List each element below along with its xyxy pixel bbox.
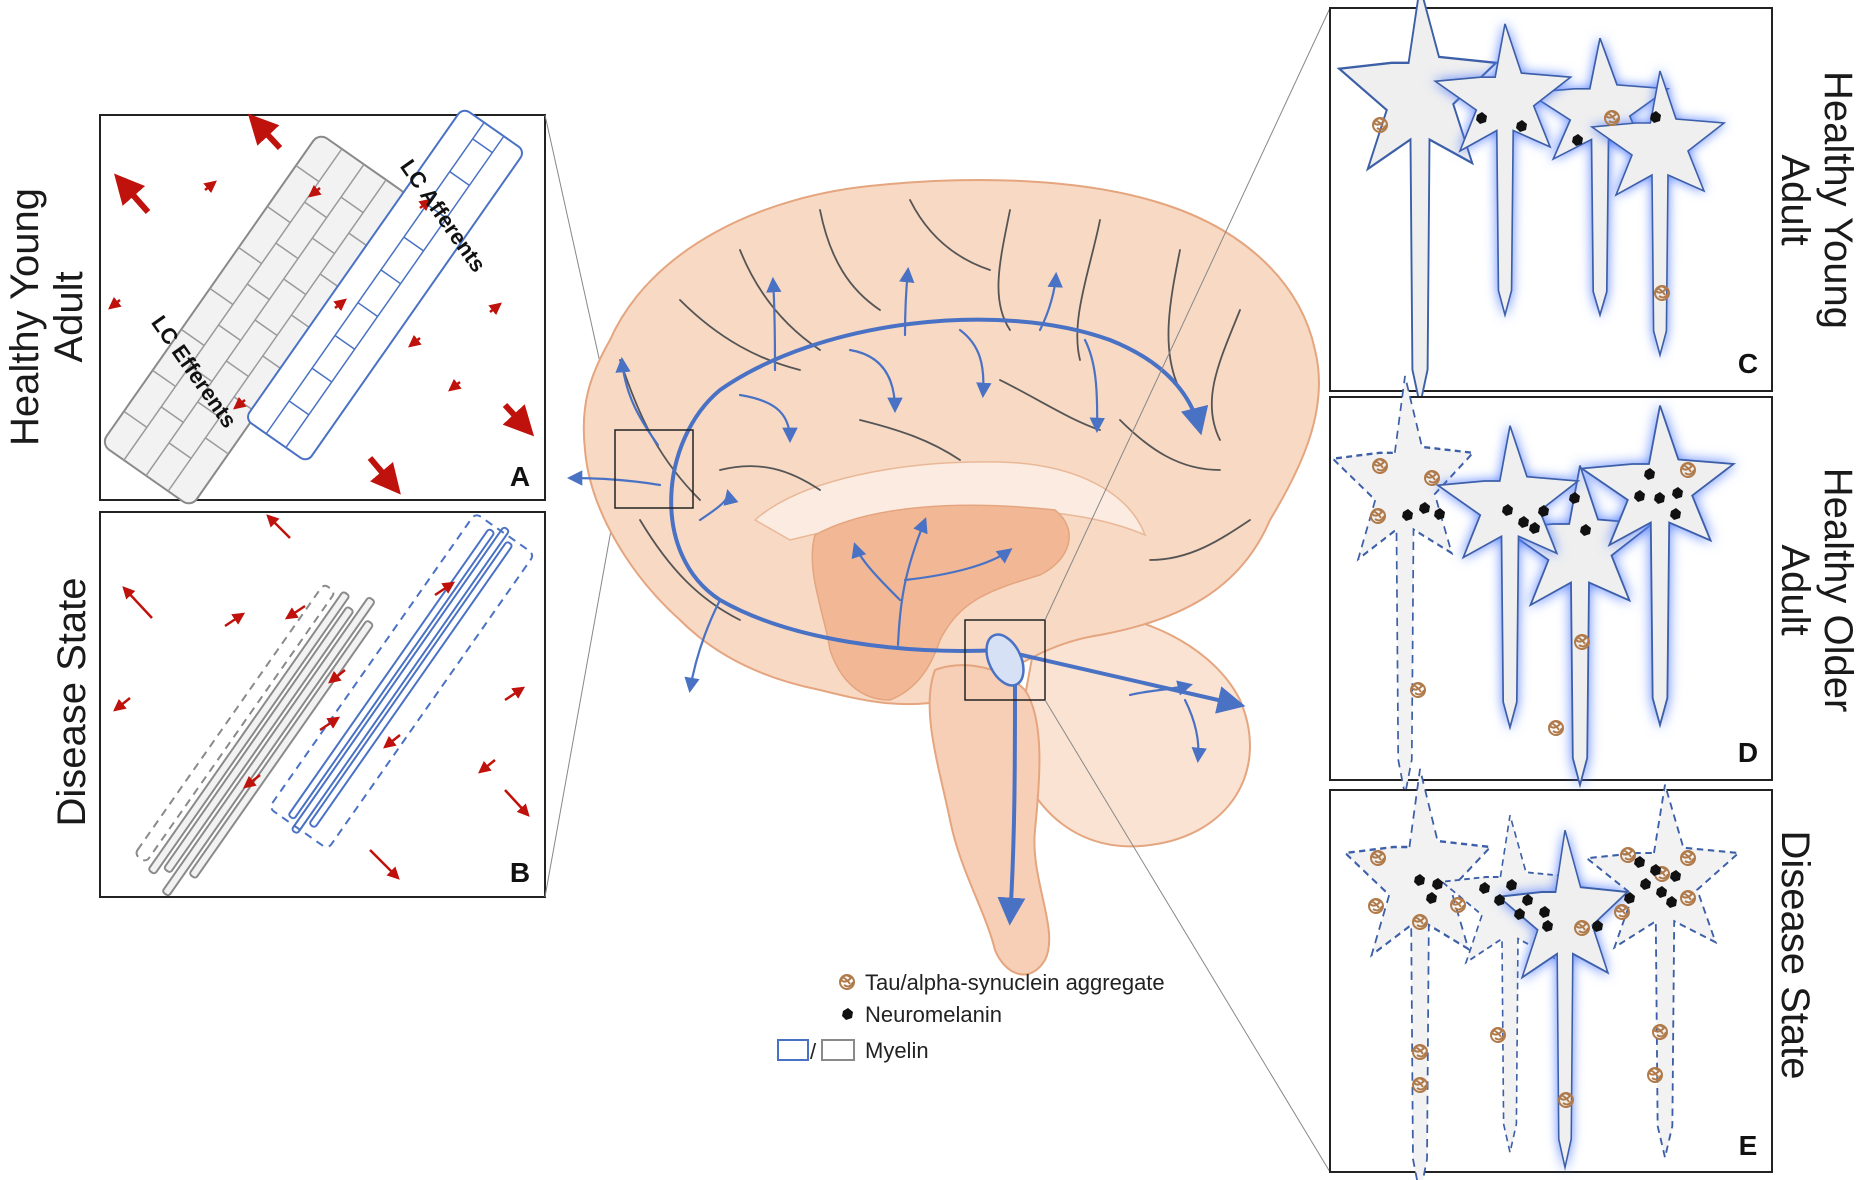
myelin-grey-legend-icon xyxy=(821,1039,855,1061)
lc-pathway xyxy=(669,317,1246,926)
afferent-fibers-degraded xyxy=(270,514,534,848)
right-label-middle-line2: Adult xyxy=(1773,544,1817,635)
conduction-arrows-b xyxy=(113,514,530,880)
conduction-arrows-a xyxy=(108,113,535,495)
myelin-blue-legend-icon xyxy=(777,1039,809,1061)
panel-d: D xyxy=(1329,374,1773,797)
svg-text:Healthy Young: Healthy Young xyxy=(3,188,47,446)
right-label-top-line2: Adult xyxy=(1773,154,1817,245)
aggregate-legend-icon xyxy=(839,974,855,990)
panel-a: LC Afferents LC Efferents A xyxy=(99,109,546,505)
panel-letter-e: E xyxy=(1739,1130,1758,1161)
legend-aggregate-label: Tau/alpha-synuclein aggregate xyxy=(865,970,1165,995)
panel-b: B xyxy=(99,511,546,898)
cerebral-cortex xyxy=(582,179,1320,706)
left-row-labels: Healthy Young Adult Disease State xyxy=(3,188,94,827)
lc-branches xyxy=(566,266,1207,764)
efferents-bundle xyxy=(103,135,407,505)
panel-letter-d: D xyxy=(1738,737,1758,768)
right-label-middle-line1: Healthy Older xyxy=(1816,468,1860,713)
afferents-bundle xyxy=(247,109,523,461)
left-label-top-line1: Healthy Young xyxy=(3,188,47,446)
right-label-bottom: Disease State xyxy=(1773,830,1817,1079)
panel-c: C xyxy=(1329,0,1773,407)
left-label-bottom: Disease State xyxy=(50,577,94,826)
cerebellum xyxy=(1013,610,1251,848)
legend-neuromelanin-label: Neuromelanin xyxy=(865,1002,1002,1027)
legend-slash: / xyxy=(810,1039,817,1064)
panel-letter-c: C xyxy=(1738,348,1758,379)
right-label-top-line1: Healthy Young xyxy=(1816,71,1860,329)
right-row-labels: Healthy Young Adult Healthy Older Adult … xyxy=(1773,71,1860,1080)
panel-letter-b: B xyxy=(510,857,530,888)
locus-coeruleus xyxy=(985,633,1025,687)
panel-e: E xyxy=(1329,767,1773,1180)
legend-myelin-label: Myelin xyxy=(865,1038,929,1063)
svg-text:Adult: Adult xyxy=(47,271,91,362)
zoom-box-cortex xyxy=(614,429,694,509)
left-label-top-line2: Adult xyxy=(47,271,91,362)
neuromelanin-legend-icon xyxy=(842,1008,853,1020)
zoom-lines-right xyxy=(1044,7,1331,1173)
zoom-box-lc xyxy=(964,619,1046,701)
legend: Tau/alpha-synuclein aggregate Neuromelan… xyxy=(777,970,1165,1064)
panel-letter-a: A xyxy=(510,461,530,492)
brainstem xyxy=(928,664,1051,976)
efferent-fibers-degraded xyxy=(135,584,375,897)
brain xyxy=(566,179,1320,976)
